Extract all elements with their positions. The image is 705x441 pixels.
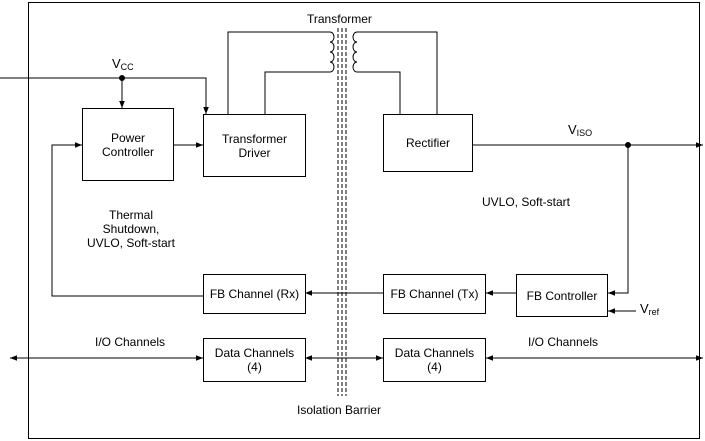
rectifier-block: Rectifier	[383, 114, 473, 172]
feedback-return-line	[51, 142, 203, 297]
secondary-winding-wire-top	[357, 31, 438, 114]
secondary-winding-wire-bottom	[357, 71, 401, 114]
vref-label-sub: ref	[648, 307, 660, 317]
rectifier-label: Rectifier	[405, 136, 450, 150]
data-channels-right-block: Data Channels (4)	[383, 338, 486, 382]
thermal-line-1: Thermal	[108, 208, 153, 222]
power-controller-line-2: Controller	[101, 144, 155, 159]
thermal-shutdown-text: Thermal Shutdown, UVLO, Soft-start	[76, 208, 186, 250]
vcc-label-main: V	[112, 56, 121, 71]
data-channels-left-line-1: Data Channels	[214, 346, 295, 360]
data-channels-left-line-2: (4)	[247, 360, 262, 374]
transformer-label: Transformer	[307, 12, 372, 26]
isolation-barrier-label: Isolation Barrier	[297, 403, 382, 417]
secondary-coil	[352, 31, 358, 73]
transformer-driver-line-2: Driver	[238, 145, 271, 160]
viso-label-sub: ISO	[576, 128, 593, 138]
fb-channel-rx-label: FB Channel (Rx)	[209, 287, 300, 301]
uvlo-soft-start-text: UVLO, Soft-start	[470, 195, 582, 209]
fb-channel-rx-block: FB Channel (Rx)	[203, 274, 306, 314]
primary-winding-wire-bottom	[264, 71, 330, 114]
vcc-line	[0, 77, 209, 114]
thermal-line-3: UVLO, Soft-start	[86, 236, 176, 250]
uvlo-right-label: UVLO, Soft-start	[481, 195, 571, 209]
transformer-driver-block: Transformer Driver	[203, 114, 306, 177]
thermal-line-2: Shutdown,	[102, 222, 160, 236]
vcc-label-sub: CC	[120, 62, 134, 72]
vref-label: Vref	[640, 302, 659, 319]
viso-label-main: V	[568, 122, 577, 137]
vref-label-main: V	[640, 301, 649, 316]
vcc-label: VCC	[112, 57, 134, 74]
io-channels-left-label: I/O Channels	[95, 335, 166, 349]
viso-label: VISO	[568, 123, 592, 140]
data-channels-right-line-2: (4)	[427, 360, 442, 374]
vcc-junction	[119, 75, 125, 81]
power-controller-line-1: Power	[110, 130, 145, 145]
fb-channel-tx-block: FB Channel (Tx)	[383, 274, 486, 314]
data-channels-left-block: Data Channels (4)	[203, 338, 306, 382]
transformer-driver-line-1: Transformer	[222, 131, 287, 146]
primary-winding-wire-top	[227, 31, 330, 114]
fb-controller-label: FB Controller	[526, 288, 598, 303]
io-channels-right-label: I/O Channels	[528, 335, 599, 349]
device-outline	[28, 2, 700, 439]
viso-to-fb-controller	[608, 145, 629, 296]
data-channels-right-line-1: Data Channels	[394, 346, 475, 360]
power-controller-block: Power Controller	[82, 108, 174, 181]
primary-coil	[329, 31, 335, 73]
fb-channel-tx-label: FB Channel (Tx)	[390, 287, 479, 301]
fb-controller-block: FB Controller	[516, 274, 608, 317]
